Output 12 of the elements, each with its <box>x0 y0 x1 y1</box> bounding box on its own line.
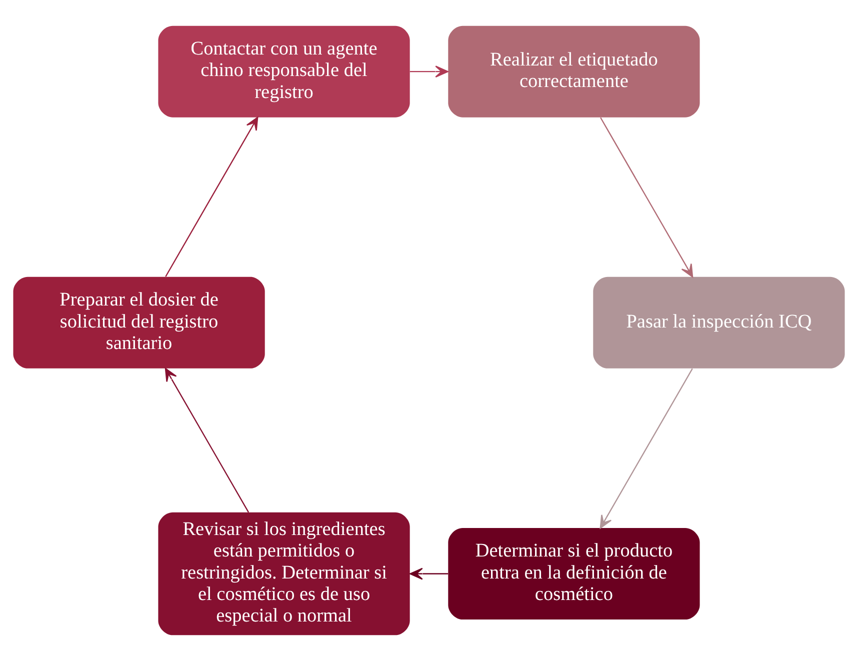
node-box: Determinar si el producto entra en la definición de cosmético <box>448 528 700 620</box>
arrow <box>164 368 250 513</box>
arrow <box>165 116 258 277</box>
node-box: Preparar el dosier de solicitud del registro sanitario <box>13 276 265 368</box>
arrow <box>600 117 694 278</box>
node-box: Contactar con un agente chino responsable del registro <box>158 26 410 118</box>
node-box: Realizar el etiquetado correctamente <box>448 26 700 118</box>
node-box: Revisar si los ingredientes están permitidos o restringidos. Determinar si el cosmético es de uso especial o normal <box>158 512 410 636</box>
arrow <box>600 368 693 529</box>
arrow <box>410 568 448 580</box>
arrow <box>410 66 448 78</box>
node-box: Pasar la inspección ICQ <box>593 276 845 368</box>
